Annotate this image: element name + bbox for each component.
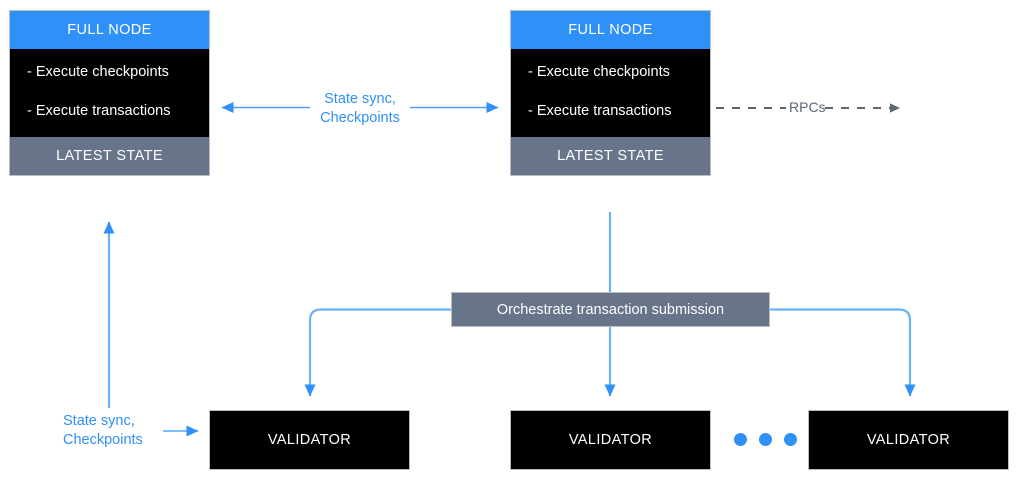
ellipsis-dot-2 (759, 433, 772, 446)
validator-card-1[interactable]: VALIDATOR (209, 410, 410, 470)
validator-card-2[interactable]: VALIDATOR (510, 410, 711, 470)
validator-label-2: VALIDATOR (568, 432, 653, 448)
full-node-right-header: FULL NODE (511, 11, 710, 49)
full-node-right-body: - Execute checkpoints - Execute transact… (511, 49, 710, 137)
full-node-right-line-2: - Execute transactions (528, 103, 672, 119)
state-sync-label-bottom-line-1: State sync, (63, 413, 135, 429)
full-node-left[interactable]: FULL NODE - Execute checkpoints - Execut… (9, 10, 210, 176)
full-node-right[interactable]: FULL NODE - Execute checkpoints - Execut… (510, 10, 711, 176)
connector-orchestrator-to-validator-1 (304, 308, 451, 397)
validator-card-3[interactable]: VALIDATOR (808, 410, 1009, 470)
more-validators-ellipsis (734, 433, 797, 446)
state-sync-label-bottom: State sync, Checkpoints (63, 412, 163, 450)
ellipsis-dot-3 (784, 433, 797, 446)
orchestrate-transaction-bar[interactable]: Orchestrate transaction submission (451, 292, 770, 327)
full-node-right-line-1: - Execute checkpoints (528, 64, 670, 80)
validator-label-3: VALIDATOR (866, 432, 951, 448)
state-sync-label-bottom-line-2: Checkpoints (63, 432, 143, 448)
rpcs-label: RPCs (789, 99, 826, 115)
full-node-right-footer: LATEST STATE (511, 137, 710, 175)
ellipsis-dot-1 (734, 433, 747, 446)
full-node-left-footer: LATEST STATE (10, 137, 209, 175)
full-node-left-line-1: - Execute checkpoints (27, 64, 169, 80)
connector-orchestrator-to-validator-3 (770, 308, 916, 397)
state-sync-label-top: State sync, Checkpoints (314, 90, 406, 128)
validator-label-1: VALIDATOR (267, 432, 352, 448)
full-node-left-body: - Execute checkpoints - Execute transact… (10, 49, 209, 137)
state-sync-label-top-line-1: State sync, (324, 91, 396, 107)
state-sync-label-top-line-2: Checkpoints (320, 110, 400, 126)
full-node-left-line-2: - Execute transactions (27, 103, 171, 119)
full-node-left-header: FULL NODE (10, 11, 209, 49)
orchestrate-label: Orchestrate transaction submission (496, 301, 725, 318)
